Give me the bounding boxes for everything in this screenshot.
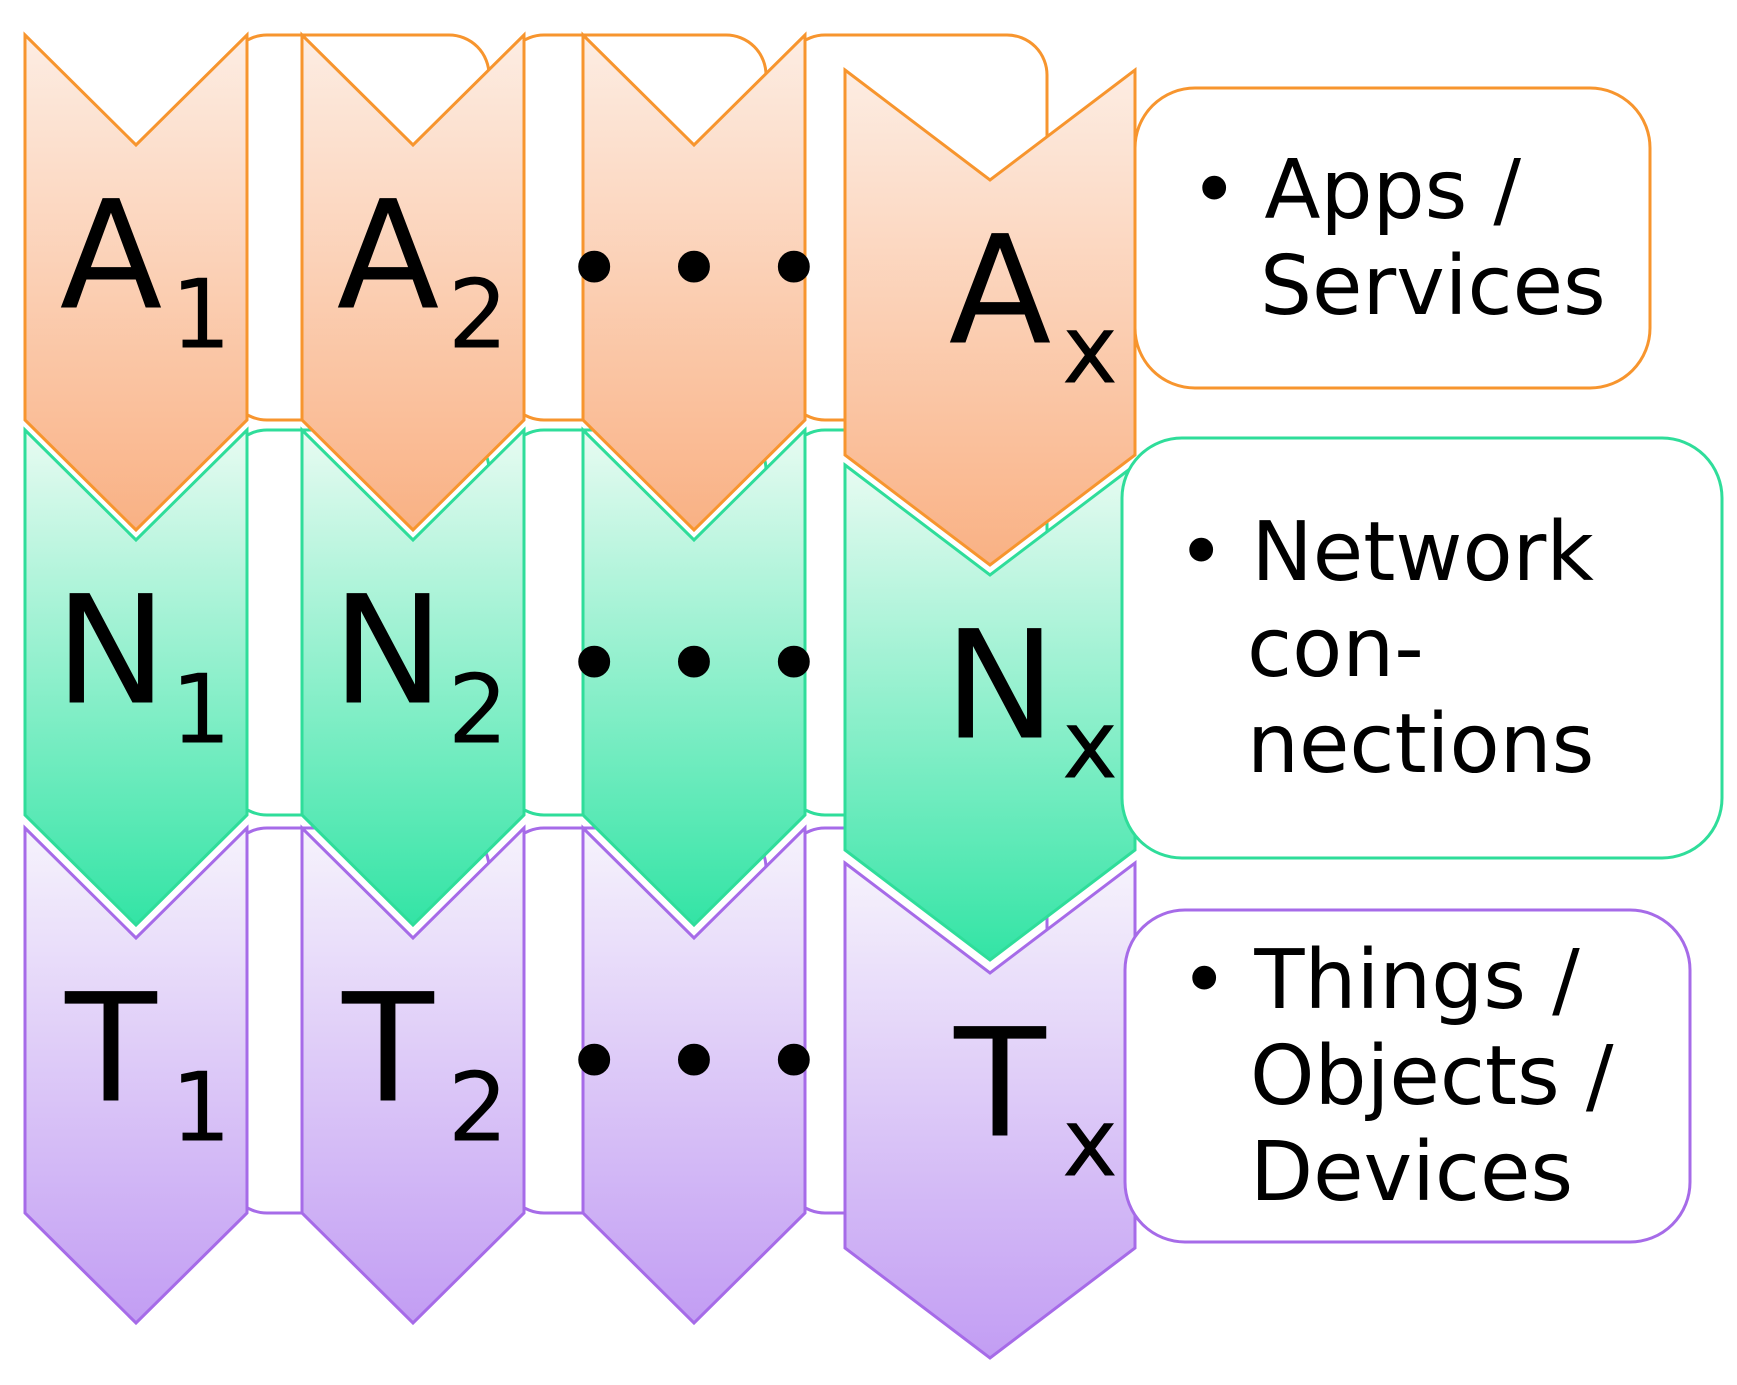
- network-callout-box: [1120, 436, 1724, 860]
- network-ellipsis: • • •: [562, 601, 827, 729]
- apps-subscript: x: [1062, 296, 1118, 406]
- apps-letter: A: [337, 170, 440, 344]
- network-chevron-shape: [581, 426, 807, 928]
- network-callout-line: • Network: [1177, 505, 1594, 600]
- apps-letter: A: [949, 205, 1052, 379]
- network-chevron-shape: [843, 461, 1137, 962]
- things-ellipsis: • • •: [562, 999, 827, 1127]
- things-chevron-shape: [300, 824, 526, 1326]
- network-letter: N: [944, 600, 1056, 774]
- things-subscript: 2: [448, 1054, 508, 1164]
- things-letter: T: [64, 963, 158, 1137]
- things-chevron-shape: [581, 824, 807, 1326]
- things-chevron-3: • • •: [562, 824, 827, 1326]
- apps-callout: • Apps /Services: [1133, 86, 1652, 390]
- network-callout-line: con-: [1247, 601, 1424, 696]
- things-chevron-shape: [23, 824, 249, 1326]
- things-callout: • Things /Objects /Devices: [1123, 908, 1692, 1244]
- apps-subscript: 1: [171, 261, 231, 371]
- network-letter: N: [332, 565, 444, 739]
- apps-callout-line: Services: [1260, 239, 1606, 334]
- network-chevron-shape: [300, 426, 526, 928]
- things-letter: T: [341, 963, 435, 1137]
- things-subscript: x: [1062, 1089, 1118, 1199]
- things-callout-line: Devices: [1250, 1125, 1573, 1220]
- network-subscript: x: [1062, 691, 1118, 801]
- apps-callout-line: • Apps /: [1190, 143, 1521, 238]
- things-subscript: 1: [171, 1054, 231, 1164]
- network-subscript: 2: [448, 656, 508, 766]
- apps-chevron-shape: [23, 31, 249, 533]
- things-callout-line: • Things /: [1180, 933, 1580, 1028]
- apps-callout-box: [1133, 86, 1652, 390]
- apps-letter: A: [60, 170, 163, 344]
- apps-chevron-shape: [843, 66, 1137, 567]
- things-chevron-shape: [843, 859, 1137, 1360]
- things-callout-line: Objects /: [1250, 1029, 1614, 1124]
- apps-chevron-3: • • •: [562, 31, 827, 533]
- apps-subscript: 2: [448, 261, 508, 371]
- apps-ellipsis: • • •: [562, 206, 827, 334]
- network-subscript: 1: [171, 656, 231, 766]
- network-callout-line: nections: [1247, 697, 1594, 792]
- things-letter: T: [953, 998, 1047, 1172]
- network-chevron-shape: [23, 426, 249, 928]
- apps-chevron-shape: [581, 31, 807, 533]
- network-letter: N: [55, 565, 167, 739]
- apps-chevron-shape: [300, 31, 526, 533]
- things-callout-box: [1123, 908, 1692, 1244]
- network-chevron-3: • • •: [562, 426, 827, 928]
